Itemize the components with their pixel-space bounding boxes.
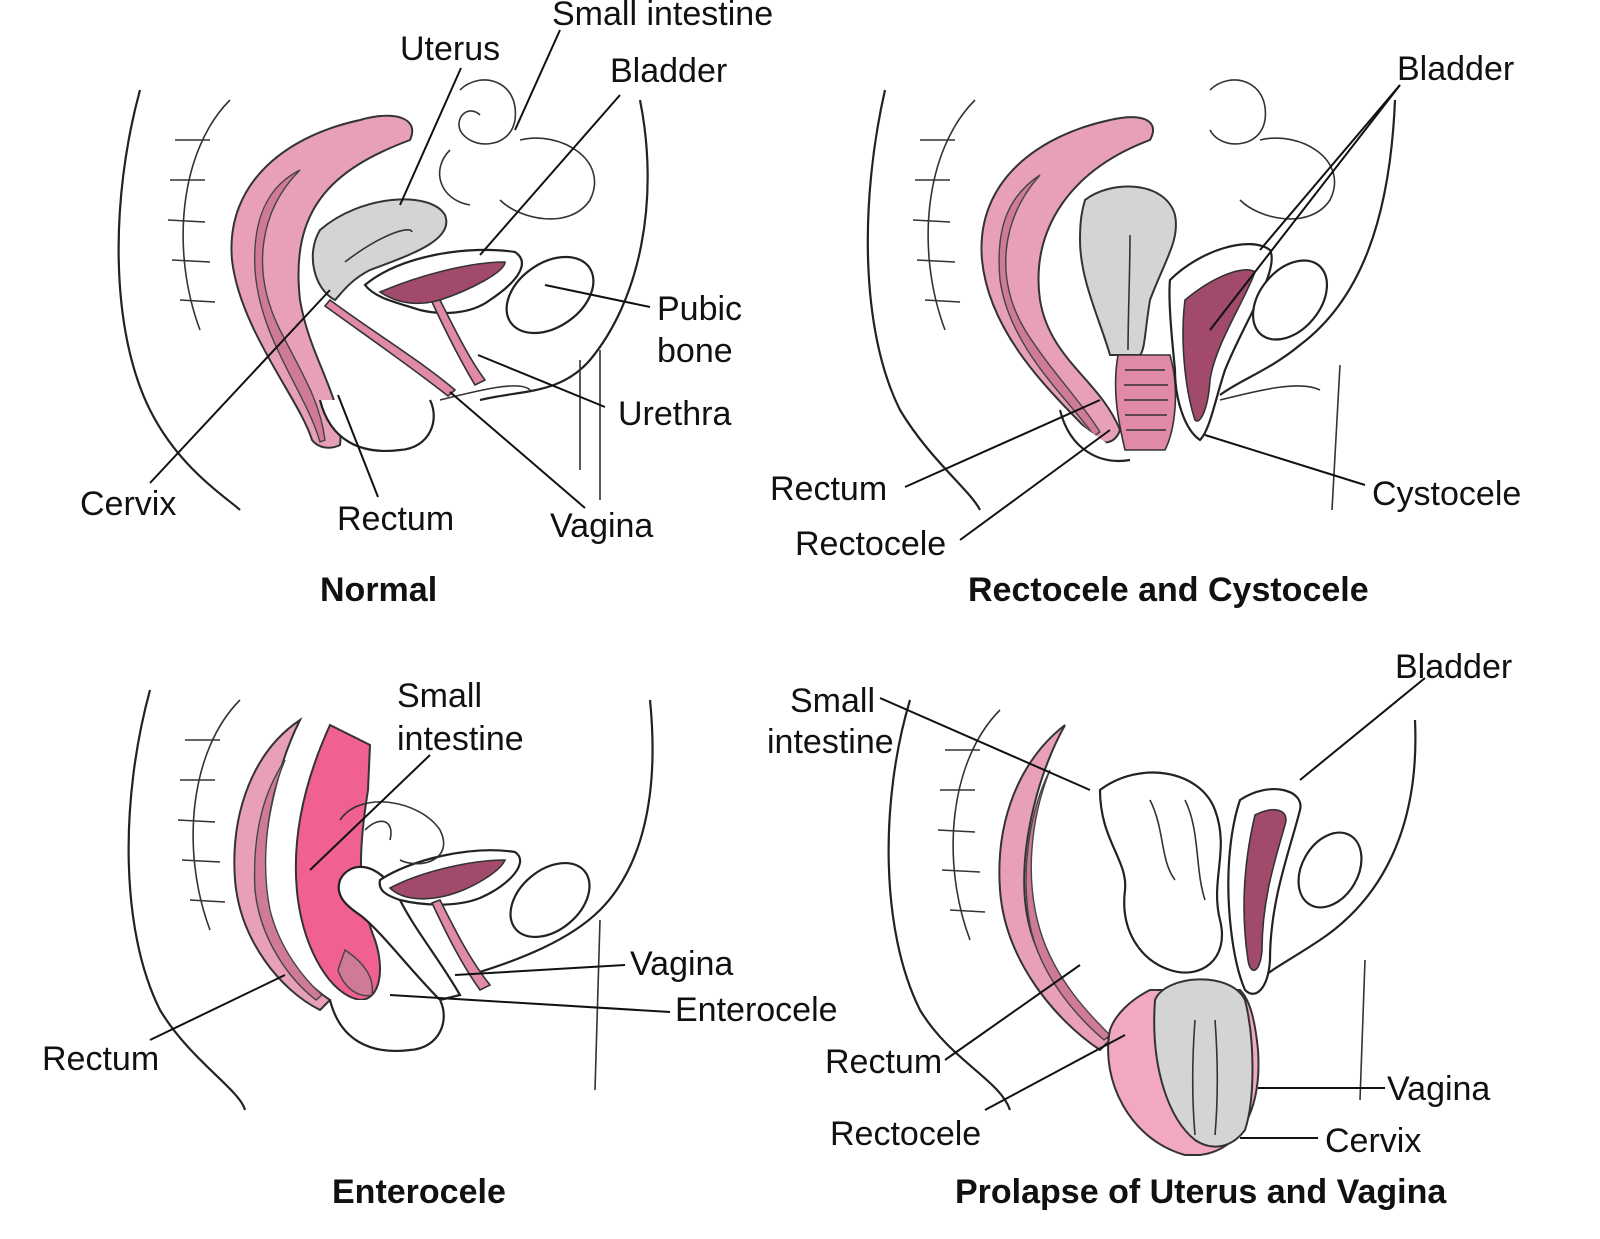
label-vagina: Vagina	[1387, 1070, 1490, 1108]
label-cervix: Cervix	[1325, 1122, 1421, 1160]
label-urethra: Urethra	[618, 395, 731, 433]
panel-rectocele-cystocele: Bladder Rectum Rectocele Cystocele Recto…	[770, 50, 1521, 609]
panel-enterocele: Small intestine Vagina Enterocele Rectum…	[42, 677, 838, 1211]
enterocele-anatomy-drawing	[127, 689, 654, 1111]
panel-title-enterocele: Enterocele	[332, 1173, 506, 1211]
label-small-intestine: Small intestine	[552, 0, 773, 33]
label-cystocele: Cystocele	[1372, 475, 1521, 513]
label-cervix: Cervix	[80, 485, 176, 523]
panel-title-prolapse: Prolapse of Uterus and Vagina	[955, 1173, 1447, 1211]
label-small: Small	[397, 677, 482, 715]
label-intestine: intestine	[397, 720, 524, 758]
label-bladder: Bladder	[1395, 648, 1512, 686]
label-rectum: Rectum	[770, 470, 887, 508]
panel-prolapse: Bladder Small intestine Rectum Rectocele…	[767, 648, 1512, 1211]
label-uterus: Uterus	[400, 30, 500, 68]
label-rectum: Rectum	[42, 1040, 159, 1078]
panel-normal: Small intestine Uterus Bladder Pubic bon…	[80, 0, 773, 609]
label-rectocele: Rectocele	[795, 525, 946, 563]
prolapse-anatomy-drawing	[887, 699, 1417, 1156]
label-bladder: Bladder	[610, 52, 727, 90]
panel-title-rectocele-cystocele: Rectocele and Cystocele	[968, 571, 1369, 609]
label-pubic: Pubic	[657, 290, 742, 328]
label-vagina: Vagina	[630, 945, 733, 983]
rectocele-cystocele-anatomy-drawing	[866, 79, 1397, 511]
label-pubic-bone: bone	[657, 332, 733, 370]
label-vagina: Vagina	[550, 507, 653, 545]
label-rectocele: Rectocele	[830, 1115, 981, 1153]
label-small: Small	[790, 682, 875, 720]
panel-title-normal: Normal	[320, 571, 437, 609]
normal-anatomy-drawing	[117, 79, 649, 511]
label-enterocele: Enterocele	[675, 991, 838, 1029]
label-rectum: Rectum	[337, 500, 454, 538]
label-rectum: Rectum	[825, 1043, 942, 1081]
label-bladder: Bladder	[1397, 50, 1514, 88]
label-intestine: intestine	[767, 723, 894, 761]
